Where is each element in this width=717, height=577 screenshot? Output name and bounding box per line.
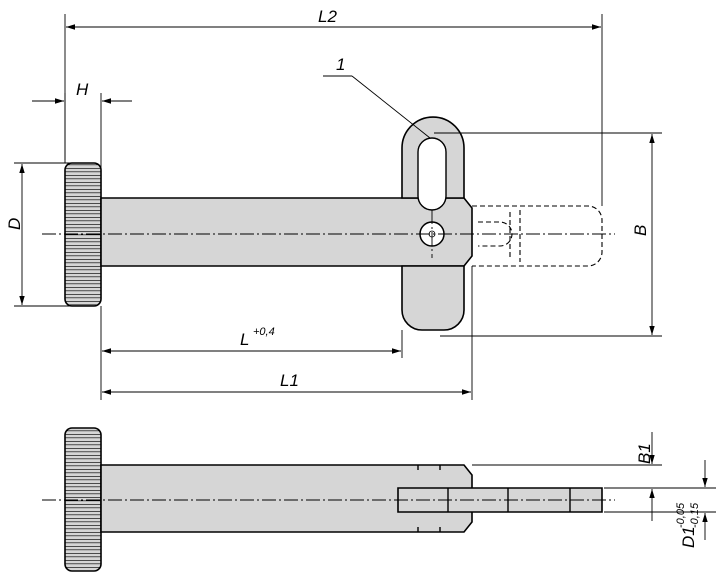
top-view — [42, 116, 615, 331]
dimension-d: D — [5, 162, 70, 307]
handle-slot — [417, 137, 447, 211]
label-d1: D1 — [679, 526, 698, 548]
dimension-h: H — [32, 80, 132, 198]
label-l: L — [240, 330, 249, 349]
dimension-b1: B1 — [472, 432, 662, 521]
dimension-l: L +0,4 — [100, 306, 403, 400]
shaft-bottom — [100, 464, 473, 533]
label-l1: L1 — [280, 371, 299, 390]
label-item-1: 1 — [336, 55, 345, 74]
label-b1: B1 — [635, 443, 654, 464]
label-b: B — [631, 225, 650, 236]
leader-item-1: 1 — [323, 55, 431, 139]
label-l-tolerance: +0,4 — [253, 326, 275, 338]
dimension-l1: L1 — [102, 266, 473, 400]
pin-hidden-neck — [509, 210, 521, 262]
label-l2: L2 — [318, 7, 337, 26]
knob-bottom — [64, 427, 102, 572]
handle-lower-ring — [401, 265, 465, 331]
pin-hidden-outline — [472, 205, 603, 267]
label-d: D — [5, 218, 24, 230]
knob-top — [64, 162, 102, 307]
bottom-view — [42, 427, 615, 572]
label-d1-tol-upper: -0,05 — [675, 502, 687, 528]
label-h: H — [76, 80, 89, 99]
dimension-l2: L2 — [64, 7, 603, 206]
label-d1-tol-lower: -0,15 — [689, 502, 701, 528]
dimension-b: B — [434, 132, 662, 337]
dimension-d1: D1 -0,05 -0,15 — [604, 460, 716, 548]
shaft-top — [100, 197, 473, 267]
